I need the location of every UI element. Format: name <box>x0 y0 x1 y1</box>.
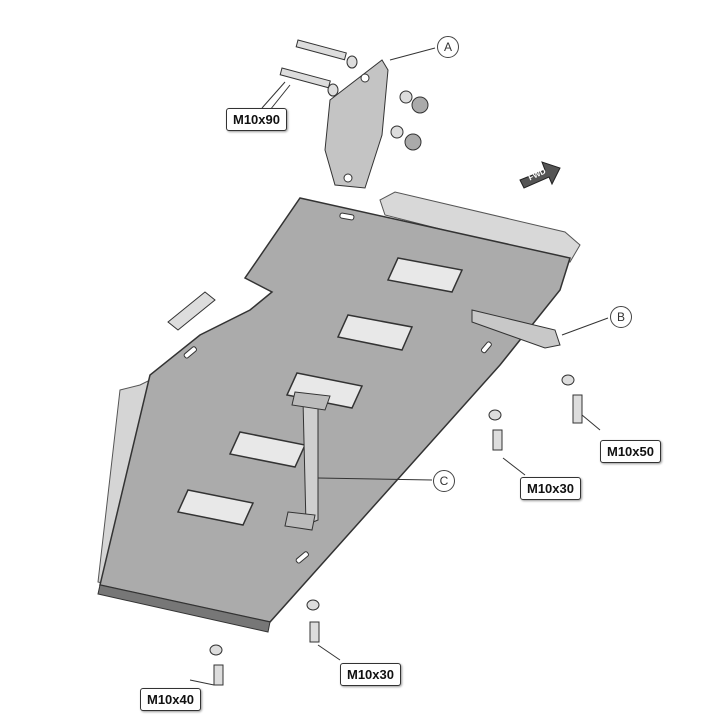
bracket-c <box>302 397 319 526</box>
spacer-plate <box>167 291 216 331</box>
main-plate <box>99 197 571 623</box>
bolt-label-m10x30-bottom: M10x30 <box>340 663 401 686</box>
vent-openings <box>176 257 464 526</box>
bolt-label-m10x30-right: M10x30 <box>520 477 581 500</box>
callout-c: C <box>433 470 455 492</box>
bolt-label-m10x40: M10x40 <box>140 688 201 711</box>
callout-a: A <box>437 36 459 58</box>
bolts-top <box>261 39 429 151</box>
bolt-label-m10x90: M10x90 <box>226 108 287 131</box>
bolts-lower <box>189 374 601 686</box>
fwd-arrow <box>519 161 561 189</box>
slots <box>183 212 492 564</box>
plate-front-edge <box>97 584 271 633</box>
bracket-b <box>471 309 561 349</box>
bracket-a <box>324 59 389 189</box>
rear-flange <box>379 191 581 263</box>
callout-b: B <box>610 306 632 328</box>
bolt-label-m10x50: M10x50 <box>600 440 661 463</box>
